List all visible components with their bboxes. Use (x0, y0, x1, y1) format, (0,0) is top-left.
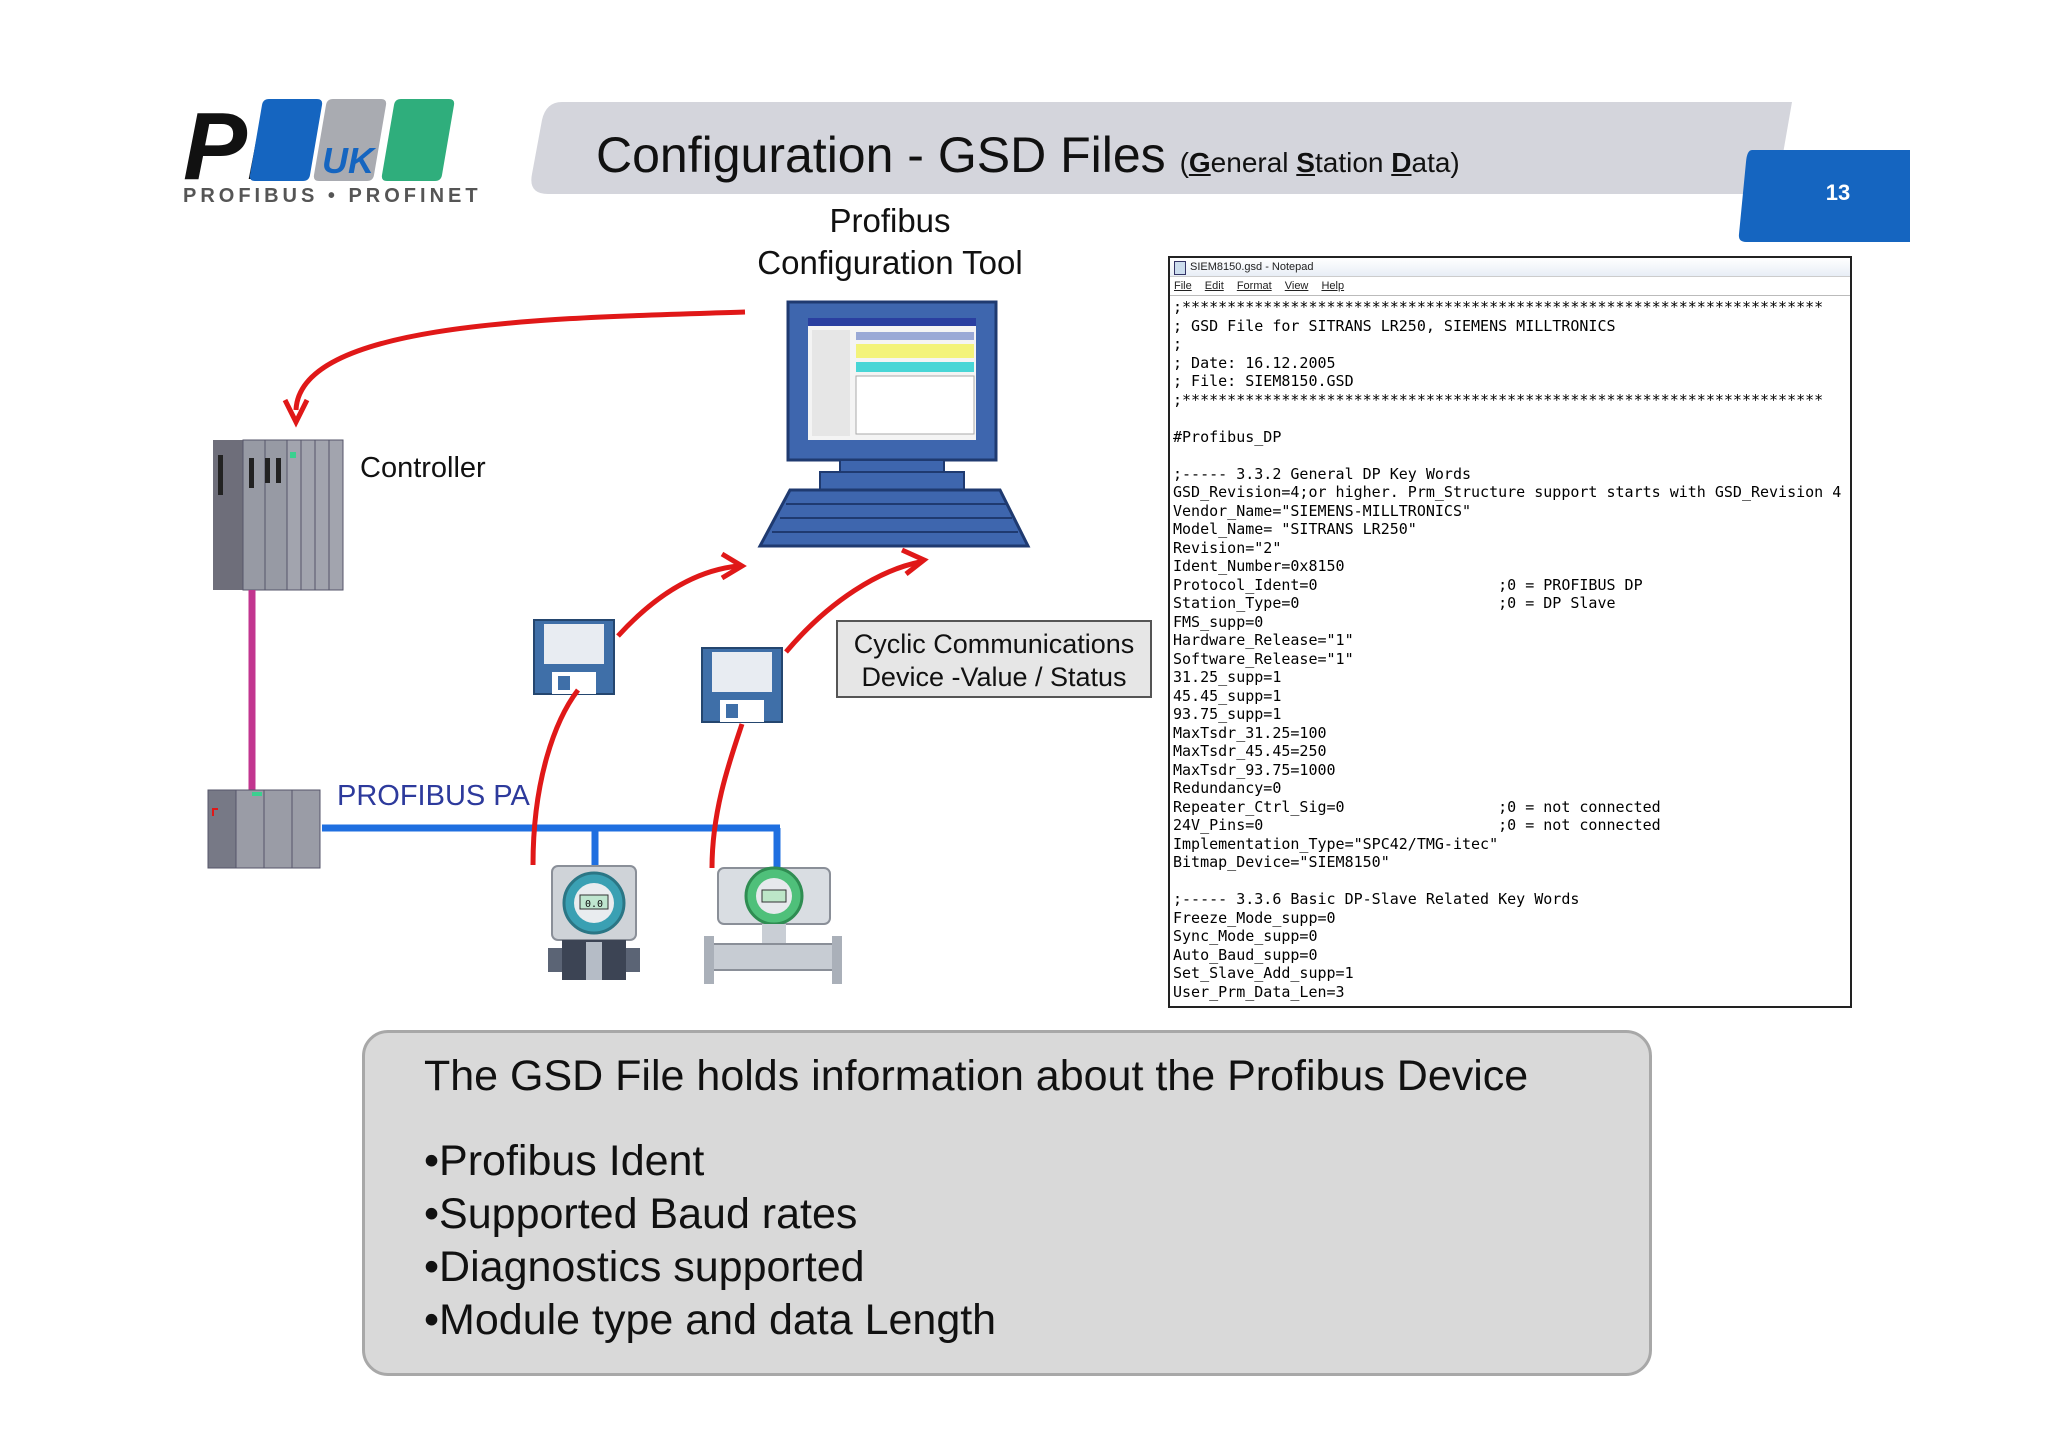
menu-file[interactable]: File (1174, 280, 1192, 292)
gsd-line: Sync_Mode_supp=0 (1173, 927, 1318, 945)
menu-edit[interactable]: Edit (1204, 280, 1224, 292)
pa-coupler-icon (207, 789, 321, 869)
logo-subtitle: PROFIBUS • PROFINET (183, 185, 482, 207)
notepad-window: SIEM8150.gsd - Notepad File Edit Format … (1168, 256, 1852, 1008)
gsd-line: Redundancy=0 (1173, 779, 1282, 797)
pressure-transmitter-icon: 0.0 (548, 865, 640, 980)
logo-green-shape (381, 99, 455, 181)
gsd-line: GSD_Revision=4;or higher. Prm_Structure … (1173, 483, 1842, 501)
configuration-tool-label: Profibus Configuration Tool (757, 202, 1023, 281)
controller-rack-icon (213, 439, 344, 591)
gsd-line: Ident_Number=0x8150 (1173, 557, 1345, 575)
gsd-line: 93.75_supp=1 (1173, 705, 1282, 723)
gsd-line: ; File: SIEM8150.GSD (1173, 372, 1354, 390)
gsd-line: Model_Name= "SITRANS LR250" (1173, 520, 1417, 538)
summary-panel (362, 1030, 1652, 1376)
gsd-line: Hardware_Release="1" (1173, 631, 1354, 649)
gsd-line: ; Date: 16.12.2005 (1173, 353, 1336, 372)
logo-uk-text: UK (322, 140, 377, 181)
menu-view[interactable]: View (1284, 280, 1309, 292)
gsd-line: Implementation_Type="SPC42/TMG-itec" (1173, 834, 1499, 853)
title-main: Configuration - GSD Files (596, 127, 1166, 183)
gsd-line: Set_Slave_Add_supp=1 (1173, 964, 1354, 982)
profibus-pa-label: PROFIBUS PA (337, 780, 530, 812)
floppy-disk-icon (701, 647, 783, 723)
gsd-line: Repeater_Ctrl_Sig=0 ;0 = not connected (1173, 797, 1661, 816)
notepad-menubar: File Edit Format View Help (1170, 277, 1850, 296)
gsd-line: ;----- 3.3.6 Basic DP-Slave Related Key … (1173, 890, 1580, 908)
gsd-line: Station_Type=0 ;0 = DP Slave (1173, 594, 1616, 612)
bullet-item: •Supported Baud rates (424, 1190, 858, 1238)
logo-grey-shape (313, 99, 387, 181)
profibus-pa-bus (322, 824, 781, 868)
data-flow-arrows (282, 309, 929, 869)
gsd-line: Bitmap_Device="SIEM8150" (1173, 853, 1390, 871)
gsd-line: ;----- 3.3.2 General DP Key Words (1173, 464, 1472, 483)
page-number-tab (1738, 150, 1910, 242)
gsd-line: Auto_Baud_supp=0 (1173, 945, 1318, 964)
gsd-line: ; GSD File for SITRANS LR250, SIEMENS MI… (1173, 316, 1616, 335)
transmitter-display-value: 0.0 (585, 899, 603, 910)
page-title: Configuration - GSD Files (General Stati… (596, 126, 1460, 184)
title-subtitle: (General Station Data) (1179, 147, 1460, 178)
pi-uk-logo: PI UK (183, 95, 455, 190)
gsd-line: MaxTsdr_93.75=1000 (1173, 760, 1336, 779)
controller-label: Controller (360, 452, 486, 484)
menu-format[interactable]: Format (1236, 280, 1272, 292)
title-banner (531, 102, 1792, 194)
gsd-line: ;***************************************… (1173, 390, 1824, 409)
gsd-line: ;***************************************… (1173, 298, 1824, 316)
bullet-item: •Diagnostics supported (424, 1243, 865, 1291)
gsd-line: Freeze_Mode_supp=0 (1173, 908, 1336, 927)
menu-help[interactable]: Help (1321, 280, 1345, 292)
gsd-line: Revision="2" (1173, 538, 1282, 557)
gsd-line: #Profibus_DP (1173, 427, 1282, 446)
notepad-title: SIEM8150.gsd - Notepad (1190, 261, 1314, 273)
bullet-item: •Profibus Ident (424, 1137, 705, 1185)
summary-heading: The GSD File holds information about the… (424, 1052, 1529, 1100)
gsd-line: Protocol_Ident=0 ;0 = PROFIBUS DP (1173, 575, 1643, 594)
flow-meter-icon (704, 866, 842, 984)
gsd-line: MaxTsdr_45.45=250 (1173, 742, 1327, 760)
notepad-app-icon (1174, 261, 1186, 275)
gsd-line: 45.45_supp=1 (1173, 686, 1282, 705)
notepad-titlebar[interactable]: SIEM8150.gsd - Notepad (1170, 258, 1850, 277)
gsd-line: Vendor_Name="SIEMENS-MILLTRONICS" (1173, 501, 1472, 520)
gsd-line: FMS_supp=0 (1173, 612, 1264, 631)
cyclic-communications-box: Cyclic Communications Device -Value / St… (836, 620, 1152, 698)
gsd-line: 31.25_supp=1 (1173, 668, 1282, 686)
bullet-item: •Module type and data Length (424, 1296, 997, 1344)
gsd-line: User_Prm_Data_Len=3 (1173, 982, 1345, 1001)
computer-icon (757, 300, 1031, 548)
logo-blue-shape (249, 99, 323, 181)
summary-bullet-list: •Profibus Ident •Supported Baud rates •D… (424, 1135, 996, 1347)
gsd-line: MaxTsdr_31.25=100 (1173, 723, 1327, 742)
gsd-file-content[interactable]: ;***************************************… (1170, 296, 1850, 1001)
gsd-line: Software_Release="1" (1173, 649, 1354, 668)
gsd-line: ; (1173, 335, 1183, 353)
page-number: 13 (1825, 180, 1851, 205)
gsd-line: 24V_Pins=0 ;0 = not connected (1173, 816, 1661, 834)
floppy-disk-icon (533, 619, 615, 695)
